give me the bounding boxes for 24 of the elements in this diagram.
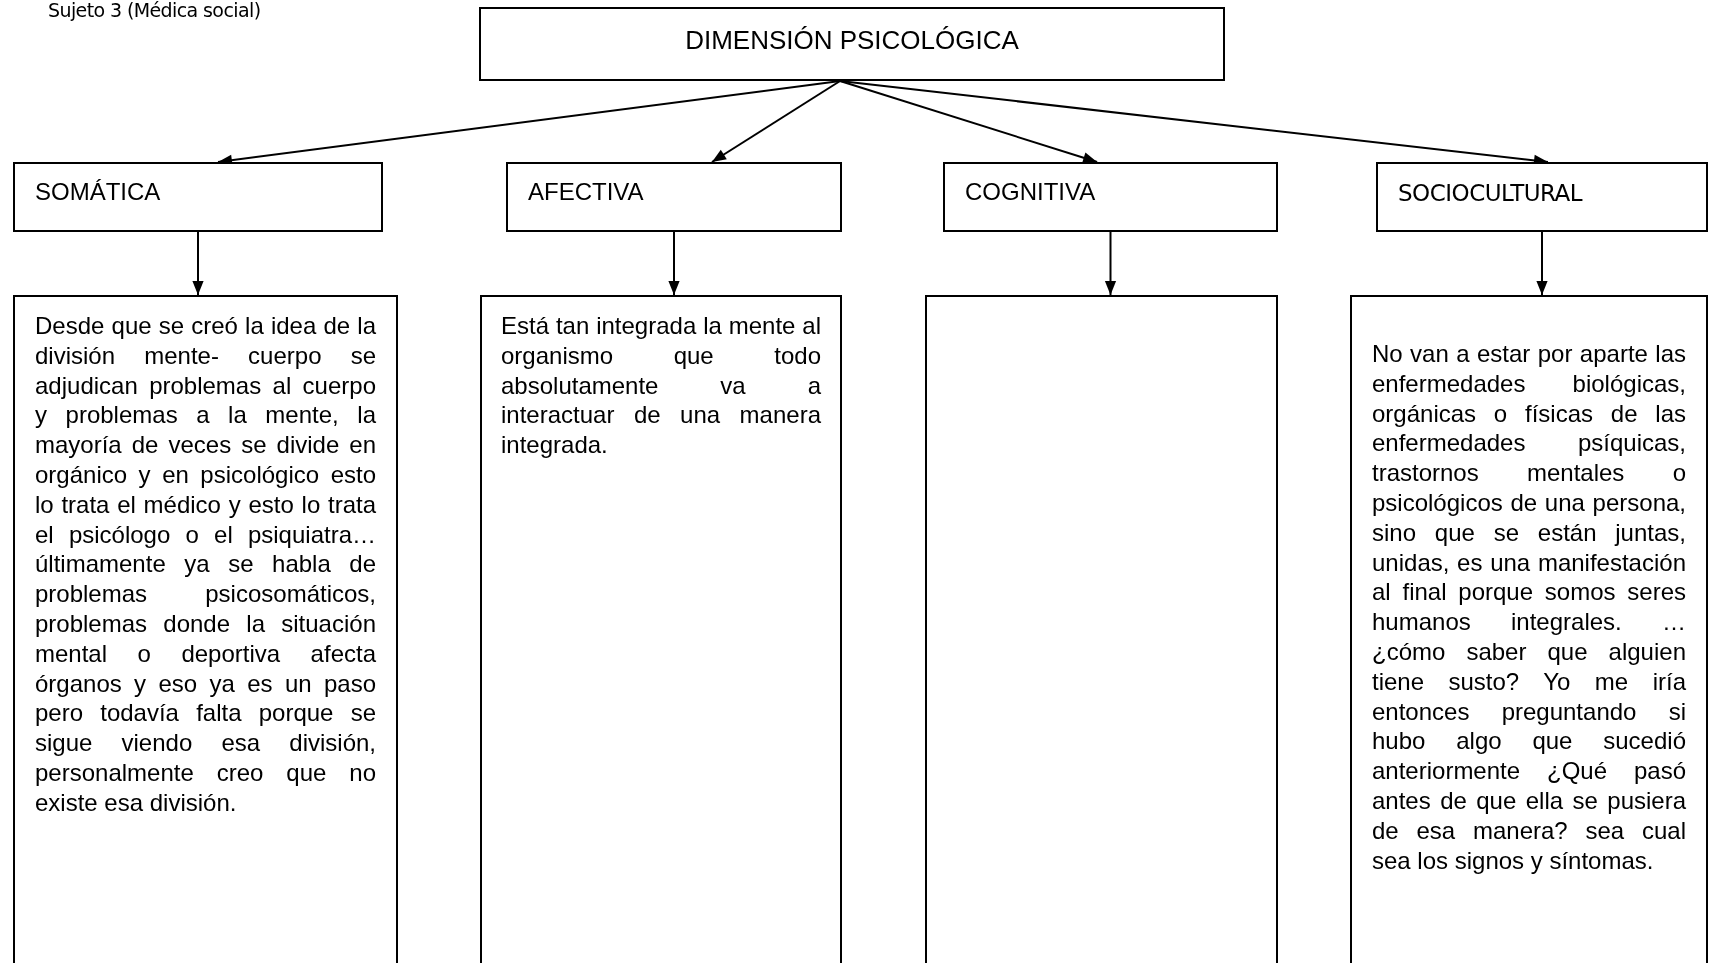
description-text: Desde que se creó la idea de la división mente- cuerpo se adjudican problemas al cuerpo y problemas a la mente, la mayoría de veces se divide en orgánico y en psicológico esto lo trata el médico y esto lo trata el psicólogo o el psiquiatra… últimamente ya se habla de problemas psicosomáticos, problemas donde la situación mental o deportiva afecta órganos y eso ya es un paso pero todavía falta porque se sigue viendo esa división, personalmente creo que no existe esa división. [35, 311, 376, 818]
arrow [192, 231, 204, 296]
category-label: COGNITIVA [965, 177, 1097, 207]
subject-note: Sujeto 3 (Médica social) [48, 0, 261, 23]
arrow [710, 80, 842, 163]
description-box [1350, 295, 1708, 963]
category-box [13, 162, 383, 232]
description-text: No van a estar por aparte las enfermedades biológicas, orgánicas o físicas de las enfermedades psíquicas, trastornos mentales o psicológicos de una persona, sino que se están juntas, unidas, es una manifestación al final porque somos seres humanos integrales. … ¿cómo saber que alguien tiene susto? Yo me iría entonces preguntando si hubo algo que sucedió anteriormente ¿Qué pasó antes de que ella se pusiera de esa manera? sea cual sea los signos y síntomas. [1372, 339, 1686, 876]
description-text: Está tan integrada la mente al organismo que todo absolutamente va a interactuar de una manera integrada. [501, 311, 821, 460]
category-box [506, 162, 842, 232]
description-box [925, 295, 1278, 963]
category-label: SOCIOCULTURAL [1398, 179, 1584, 208]
category-label: SOMÁTICA [35, 177, 162, 207]
category-box [943, 162, 1278, 232]
description-box [480, 295, 842, 963]
arrow [1536, 231, 1548, 296]
title-box [479, 7, 1225, 81]
description-box [13, 295, 398, 963]
arrow [668, 231, 680, 296]
arrow [839, 80, 1099, 164]
category-label: AFECTIVA [528, 177, 645, 207]
arrow [1104, 231, 1117, 296]
box-title: DIMENSIÓN PSICOLÓGICA [684, 24, 1020, 57]
category-box [1376, 162, 1708, 232]
